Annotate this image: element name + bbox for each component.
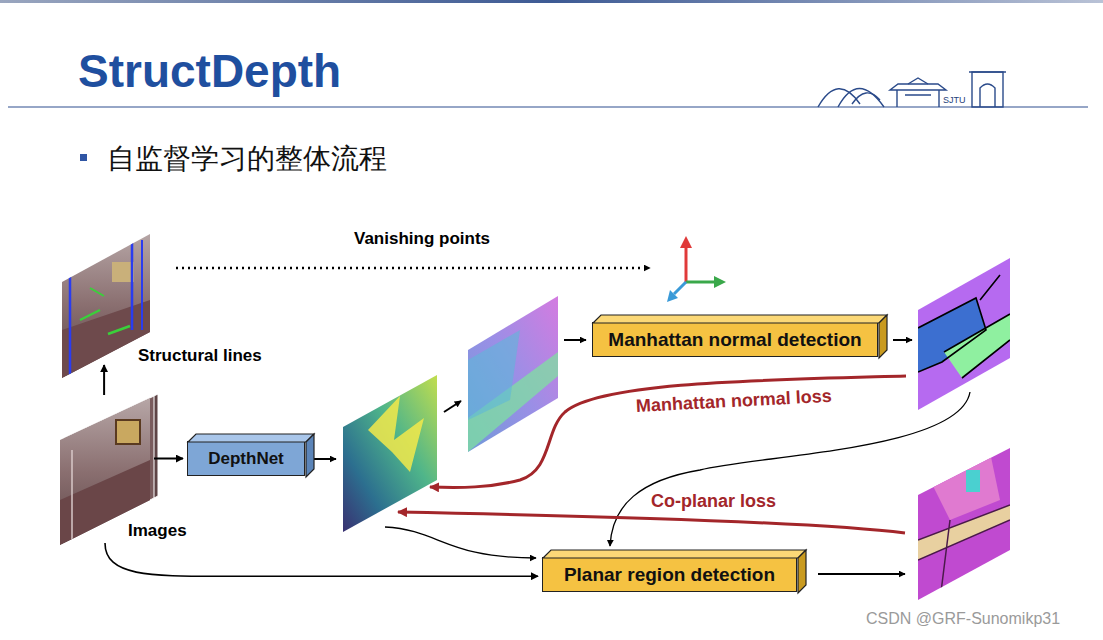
box-text: Manhattan normal detection — [608, 329, 861, 351]
picture-caption: Images — [128, 521, 187, 541]
network-box: DepthNet — [187, 441, 305, 476]
process-box: Planar region detection — [542, 557, 797, 592]
box-top-face — [543, 550, 806, 558]
watermark: CSDN @GRF-Sunomikp31 — [866, 610, 1060, 628]
box-side-face — [306, 434, 314, 477]
box-side-face — [879, 315, 887, 358]
arrow-label: Vanishing points — [354, 229, 490, 249]
box-text: DepthNet — [208, 449, 284, 469]
loss-label: Co-planar loss — [648, 491, 779, 512]
image-node: Structural lines — [62, 232, 150, 362]
box-top-face — [188, 434, 314, 442]
connector — [103, 365, 105, 395]
process-box: Manhattan normal detection — [592, 322, 878, 357]
box-text: Planar region detection — [564, 564, 775, 586]
slide-title: StructDepth — [78, 46, 341, 97]
picture-caption: Structural lines — [138, 346, 262, 366]
box-top-face — [593, 315, 887, 323]
box-side-face — [798, 550, 806, 593]
logo-text: SJTU — [943, 95, 966, 105]
connector — [154, 458, 183, 460]
bullet-text: 自监督学习的整体流程 — [107, 140, 387, 178]
loss-label: Manhattan normal loss — [635, 386, 832, 417]
image-node: Images — [60, 398, 150, 545]
connector — [105, 543, 538, 576]
